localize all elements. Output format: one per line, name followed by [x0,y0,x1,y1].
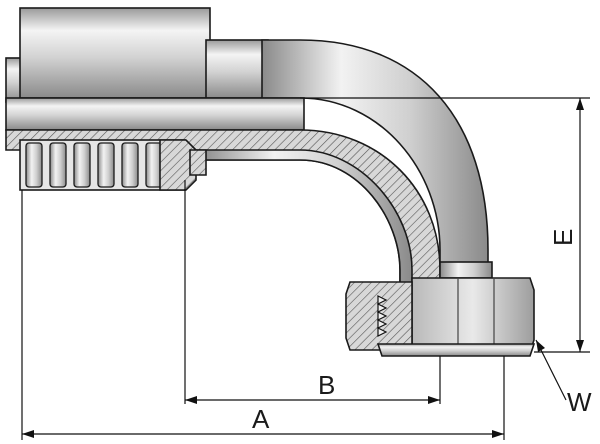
ferrule-teeth [25,142,163,188]
socket-ferrule [5,7,269,103]
dimension-b: B [185,370,440,404]
dimension-e: E [548,98,584,352]
swivel-nut [345,261,536,357]
nut-seat-face [376,343,536,357]
stem-tube [5,39,489,276]
dimension-w: W [535,339,592,417]
ferrule-lip [159,139,197,191]
nut-collar [439,261,493,279]
dimensions: A B E W [21,97,592,440]
stem-shoulder [189,149,207,176]
stem-bore-horizontal [5,97,305,131]
section-view [5,129,441,291]
nut-hex-body [411,277,535,353]
dimension-a: A [22,404,504,438]
label-a: A [252,404,270,434]
ferrule-neck [205,39,269,99]
label-w: W [567,387,592,417]
nut-thread [376,295,388,337]
label-e: E [548,229,578,246]
ferrule-body [19,7,211,99]
label-b: B [318,370,335,400]
